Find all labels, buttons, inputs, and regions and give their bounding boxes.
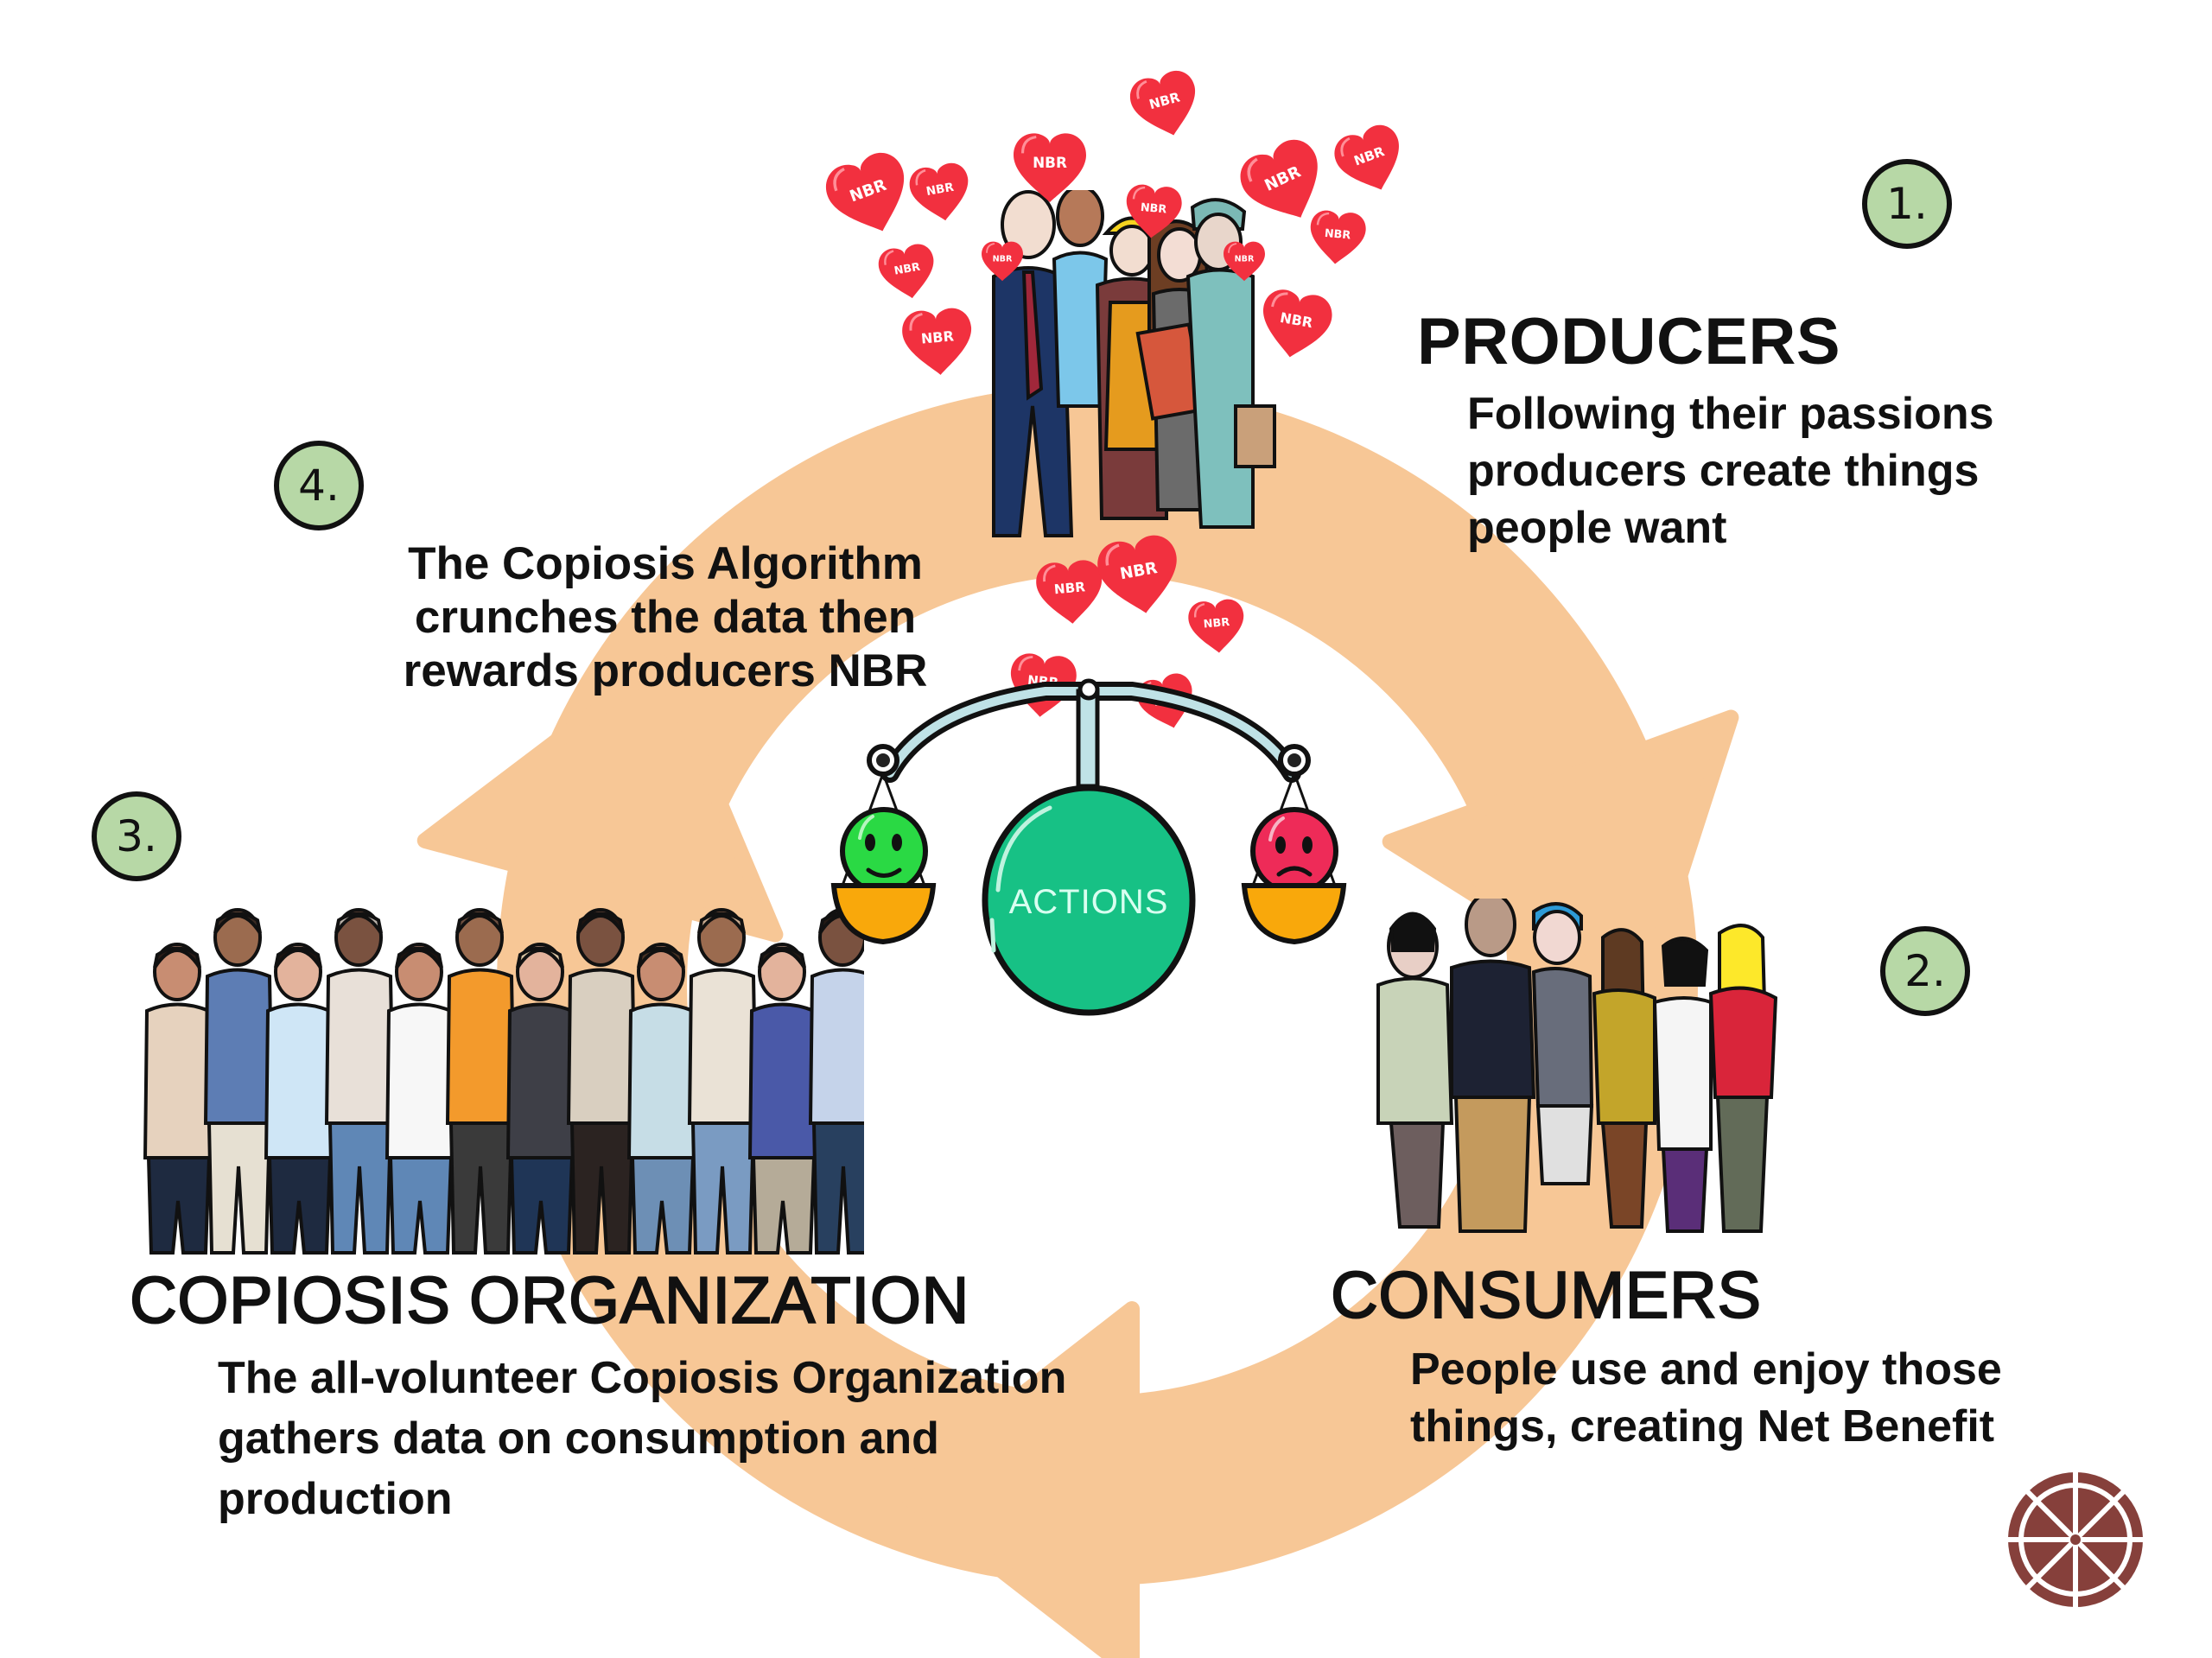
algorithm-description: The Copiosis Algorithm crunches the data… [372,537,959,698]
arrowhead-to-organization [891,1301,1140,1658]
producers-illustration [992,190,1276,537]
producers-line-3: people want [1467,503,1727,553]
balance-scale [830,678,1347,1016]
organization-member-figure [505,943,577,1255]
organization-line-1: The all-volunteer Copiosis Organization [218,1353,1067,1403]
scale-beam [880,678,1301,789]
producers-title: PRODUCERS [1417,305,1841,378]
producers-line-1: Following their passions [1467,389,1994,439]
right-pan [1241,883,1347,945]
consumer-figure-5 [1652,937,1713,1233]
organization-member-figure [626,943,698,1255]
step-badge-1: 1. [1862,159,1952,249]
algorithm-line-1: The Copiosis Algorithm [408,538,923,589]
consumer-figure-2 [1450,899,1536,1233]
organization-member-figure [747,943,819,1255]
producers-description: Following their passions producers creat… [1467,385,1994,556]
arrowhead-to-algorithm [416,654,784,943]
organization-member-figure [808,908,864,1255]
consumers-illustration [1376,899,1778,1233]
consumer-figure-4 [1592,928,1656,1229]
consumer-figure-1 [1376,912,1454,1229]
organization-member-figure [203,908,275,1255]
actions-weight [982,785,1196,1016]
sad-face-icon [1250,807,1338,895]
producer-figure-blue [1052,190,1109,408]
organization-title: COPIOSIS ORGANIZATION [129,1264,969,1337]
happy-face-icon [840,807,928,895]
organization-member-figure [143,943,214,1255]
consumer-figure-3 [1531,902,1594,1185]
actions-label: ACTIONS [1008,883,1169,921]
organization-member-figure [687,908,759,1255]
algorithm-line-2: crunches the data then [414,592,917,643]
producer-figure-nurse [1185,198,1276,529]
left-pan [830,883,937,945]
organization-member-figure [385,943,456,1255]
algorithm-line-3: rewards producers NBR [403,645,928,696]
organization-line-2: gathers data on consumption and [218,1413,939,1464]
consumers-description: People use and enjoy those things, creat… [1410,1341,2002,1455]
step-badge-3: 3. [92,791,181,881]
organization-description: The all-volunteer Copiosis Organization … [218,1348,1066,1529]
organization-member-figure [566,908,638,1255]
step-badge-2: 2. [1880,926,1970,1016]
organization-member-figure [445,908,517,1255]
consumers-line-2: things, creating Net Benefit [1410,1401,1995,1452]
consumers-title: CONSUMERS [1330,1259,1762,1332]
step-badge-4: 4. [274,441,364,530]
organization-illustration [143,908,864,1255]
organization-member-figure [264,943,335,1255]
producer-figure-suit [992,190,1074,537]
wheel-logo-icon [2006,1471,2145,1609]
producers-line-2: producers create things [1467,446,1980,496]
organization-member-figure [324,908,396,1255]
organization-line-3: production [218,1474,453,1524]
consumer-figure-6 [1708,924,1778,1233]
consumers-line-1: People use and enjoy those [1410,1344,2002,1394]
